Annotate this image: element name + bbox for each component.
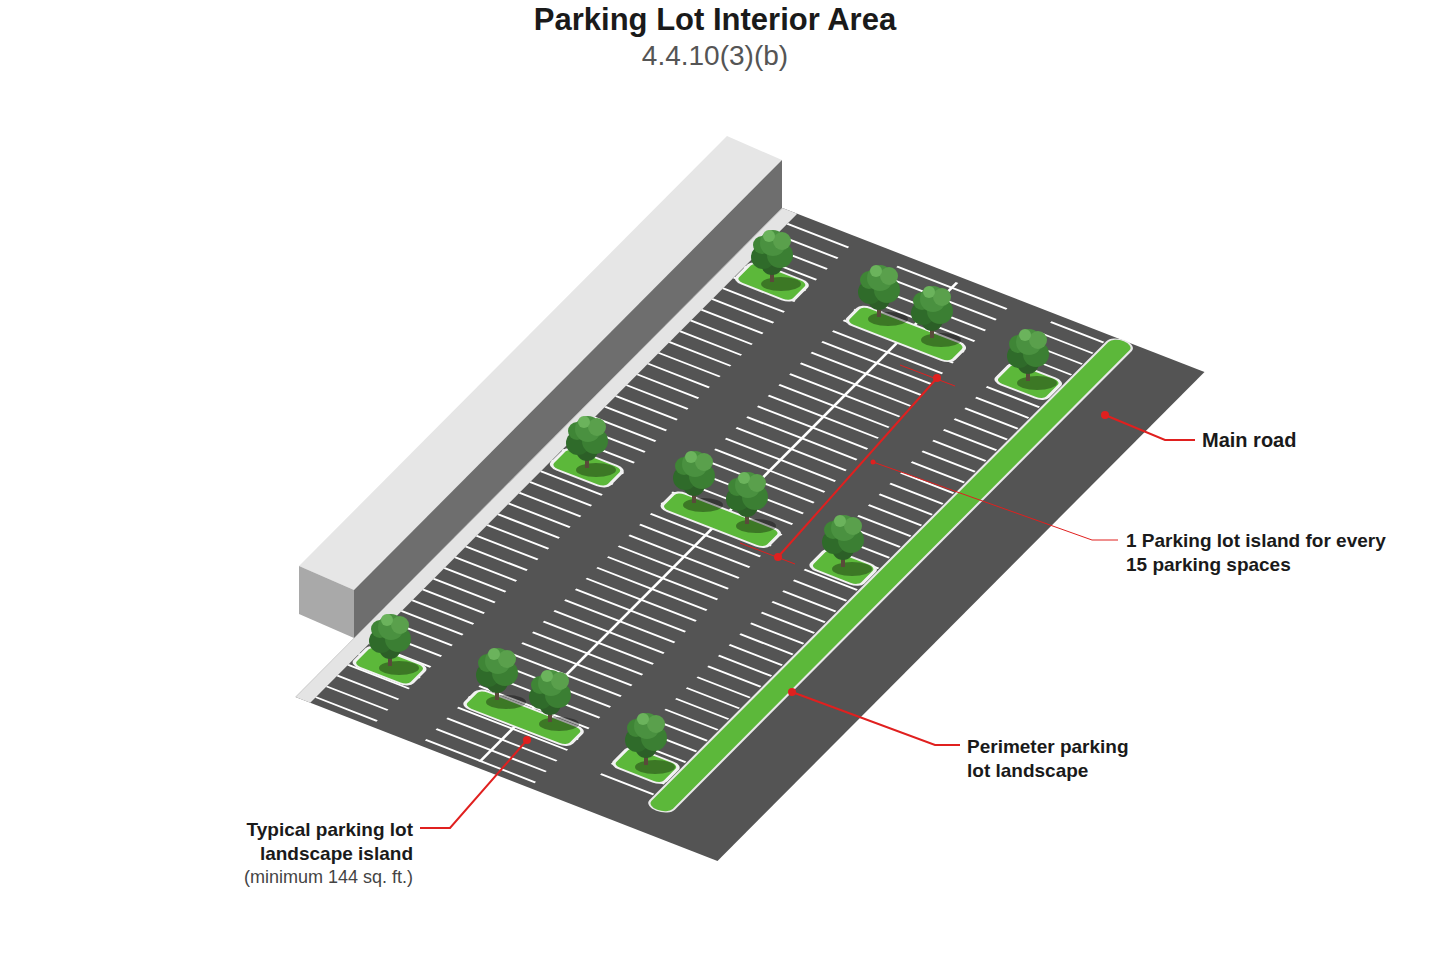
illustration-use — [858, 265, 908, 326]
callout-note: (minimum 144 sq. ft.) — [244, 867, 413, 887]
callout-note-box: (minimum 144 sq. ft.) — [163, 866, 413, 888]
callout-label-box: 1 Parking lot island for every 15 parkin… — [1126, 529, 1388, 577]
illustration-use — [566, 416, 616, 477]
illustration-use — [1007, 329, 1057, 390]
callout-label: 1 Parking lot island for every 15 parkin… — [1126, 530, 1386, 575]
illustration-use — [726, 472, 776, 533]
illustration-use — [476, 648, 526, 709]
callout-label: Perimeter parking lot landscape — [967, 736, 1129, 781]
diagram-title-box: Parking Lot Interior Area — [0, 2, 1430, 38]
illustration-polyline — [792, 692, 960, 745]
illustration-use — [529, 670, 579, 731]
illustration-line — [740, 543, 795, 564]
callout-label-box: Main road — [1202, 428, 1402, 452]
diagram-title: Parking Lot Interior Area — [534, 2, 896, 37]
illustration-use — [822, 515, 872, 576]
illustration-polyline — [873, 462, 1118, 540]
illustration-circle — [871, 460, 876, 465]
illustration-use — [673, 451, 723, 512]
building — [299, 136, 782, 638]
illustration-polygon — [354, 160, 782, 638]
trees — [369, 230, 1057, 774]
illustration-rect — [296, 208, 798, 703]
illustration-polyline — [1105, 415, 1195, 440]
illustration-circle — [788, 688, 796, 696]
illustration-rect — [645, 336, 1136, 814]
leader-dots — [523, 374, 1109, 744]
section-number: 4.4.10(3)(b) — [642, 40, 788, 71]
illustration-line — [778, 378, 937, 557]
illustration-circle — [523, 736, 531, 744]
illustration-polygon — [299, 136, 782, 590]
illustration-use — [369, 614, 419, 675]
leader-lines — [420, 365, 1195, 828]
illustration-circle — [774, 553, 782, 561]
section-number-box: 4.4.10(3)(b) — [0, 40, 1430, 72]
illustration-polyline — [420, 740, 527, 828]
illustration-line — [900, 365, 955, 386]
illustration-use — [625, 713, 675, 774]
illustration-line — [626, 325, 1084, 785]
illustration-polygon — [299, 566, 354, 638]
callout-label: Typical parking lot landscape island — [247, 819, 413, 864]
callout-label: Main road — [1202, 429, 1296, 451]
illustration-use — [751, 230, 801, 291]
illustration-circle — [933, 374, 941, 382]
callout-label-box: Perimeter parking lot landscape — [967, 735, 1157, 783]
callout-label-box: Typical parking lot landscape island — [193, 818, 413, 866]
illustration-circle — [1101, 411, 1109, 419]
illustration-use — [911, 286, 961, 347]
